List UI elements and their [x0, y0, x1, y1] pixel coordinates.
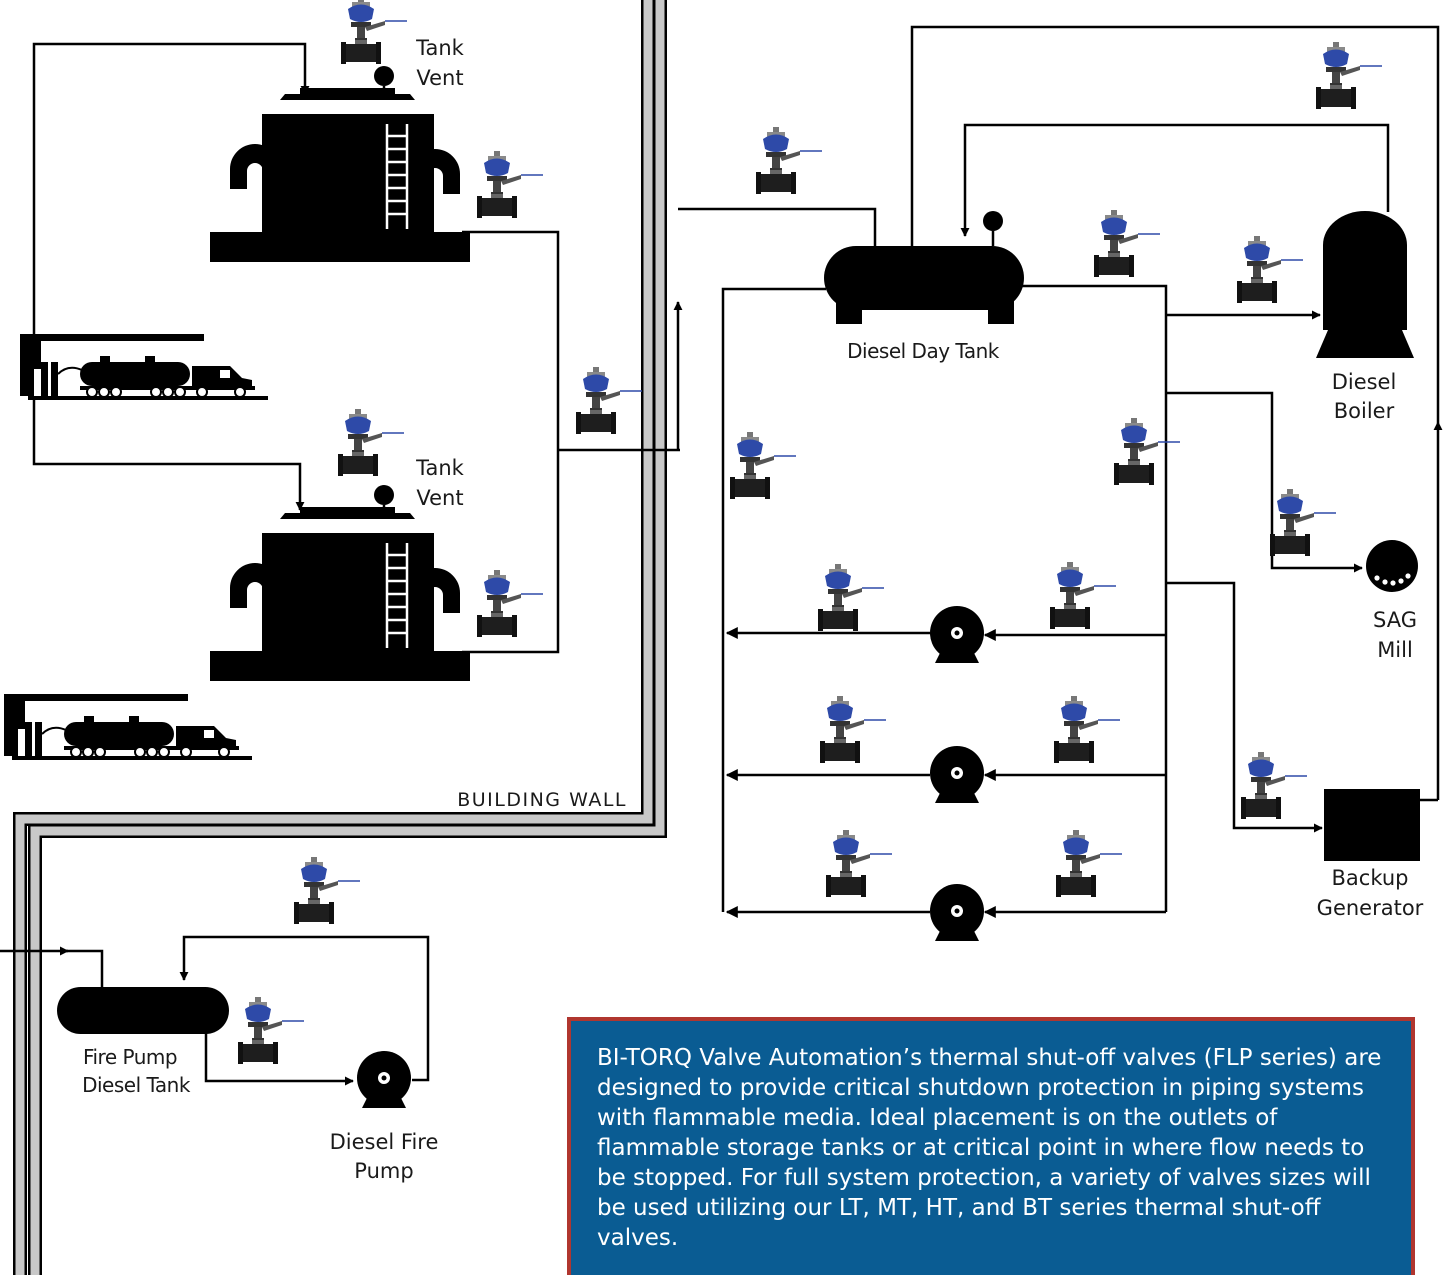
valve-icon: [293, 856, 361, 925]
building-wall-label: BUILDING WALL: [457, 789, 627, 811]
diesel-day-tank: [824, 211, 1024, 324]
valve-icon: [575, 366, 643, 435]
valve-icon: [1240, 751, 1308, 820]
storage-tank-top: [208, 86, 472, 264]
generator-label-1: Backup: [1332, 866, 1409, 890]
diesel-boiler: [1316, 211, 1414, 358]
pump-2-icon: [930, 746, 984, 803]
tank-vent-top-label-2: Vent: [416, 66, 463, 90]
day-tank-label: Diesel Day Tank: [847, 339, 1000, 363]
valve-icon: [1315, 41, 1383, 110]
valve-icon: [1113, 417, 1181, 486]
diesel-fire-pump-icon: [357, 1051, 411, 1108]
sag-mill-label-2: Mill: [1377, 638, 1413, 662]
tanker-truck-top-icon: [19, 333, 269, 401]
valve-icon: [476, 150, 544, 219]
valve-icon: [1055, 829, 1123, 898]
tank-vent-bottom-icon: [374, 485, 394, 505]
storage-tank-bottom: [208, 505, 472, 683]
tank-vent-bottom-label-2: Vent: [416, 486, 463, 510]
info-text: BI-TORQ Valve Automation’s thermal shut-…: [597, 1045, 1382, 1251]
tank-vent-top-label-1: Tank: [415, 36, 465, 60]
valve-icon: [1236, 235, 1304, 304]
boiler-label-1: Diesel: [1332, 370, 1397, 394]
fire-pump-label-2: Pump: [354, 1159, 413, 1183]
tanker-truck-bottom-icon: [3, 693, 253, 761]
valve-icon: [1053, 695, 1121, 764]
valve-icon: [1269, 488, 1337, 557]
tank-vent-bottom-label-1: Tank: [415, 456, 465, 480]
valve-icon: [1049, 561, 1117, 630]
fire-pump-tank-label-1: Fire Pump: [83, 1045, 177, 1069]
valve-icon: [237, 996, 305, 1065]
generator-label-2: Generator: [1317, 896, 1424, 920]
building-wall: [13, 0, 667, 1275]
pump-1-icon: [930, 606, 984, 663]
valve-icon: [755, 126, 823, 195]
piping-network: [0, 25, 1443, 1086]
tank-vent-top-icon: [374, 66, 394, 86]
info-box: BI-TORQ Valve Automation’s thermal shut-…: [567, 1017, 1415, 1275]
boiler-label-2: Boiler: [1334, 399, 1395, 423]
backup-generator: [1324, 789, 1420, 861]
pump-3-icon: [930, 884, 984, 941]
valve-icon: [729, 431, 797, 500]
sag-mill-label-1: SAG: [1373, 608, 1417, 632]
valve-icon: [819, 695, 887, 764]
fire-pump-label-1: Diesel Fire: [330, 1130, 439, 1154]
valve-icon: [1093, 209, 1161, 278]
valve-icon: [817, 563, 885, 632]
valve-icon: [476, 569, 544, 638]
sag-mill: [1366, 540, 1418, 592]
fire-pump-tank-label-2: Diesel Tank: [82, 1073, 191, 1097]
valve-icon: [340, 0, 408, 65]
fire-pump-diesel-tank: [57, 987, 229, 1034]
valve-icon: [825, 829, 893, 898]
valve-icon: [337, 408, 405, 477]
